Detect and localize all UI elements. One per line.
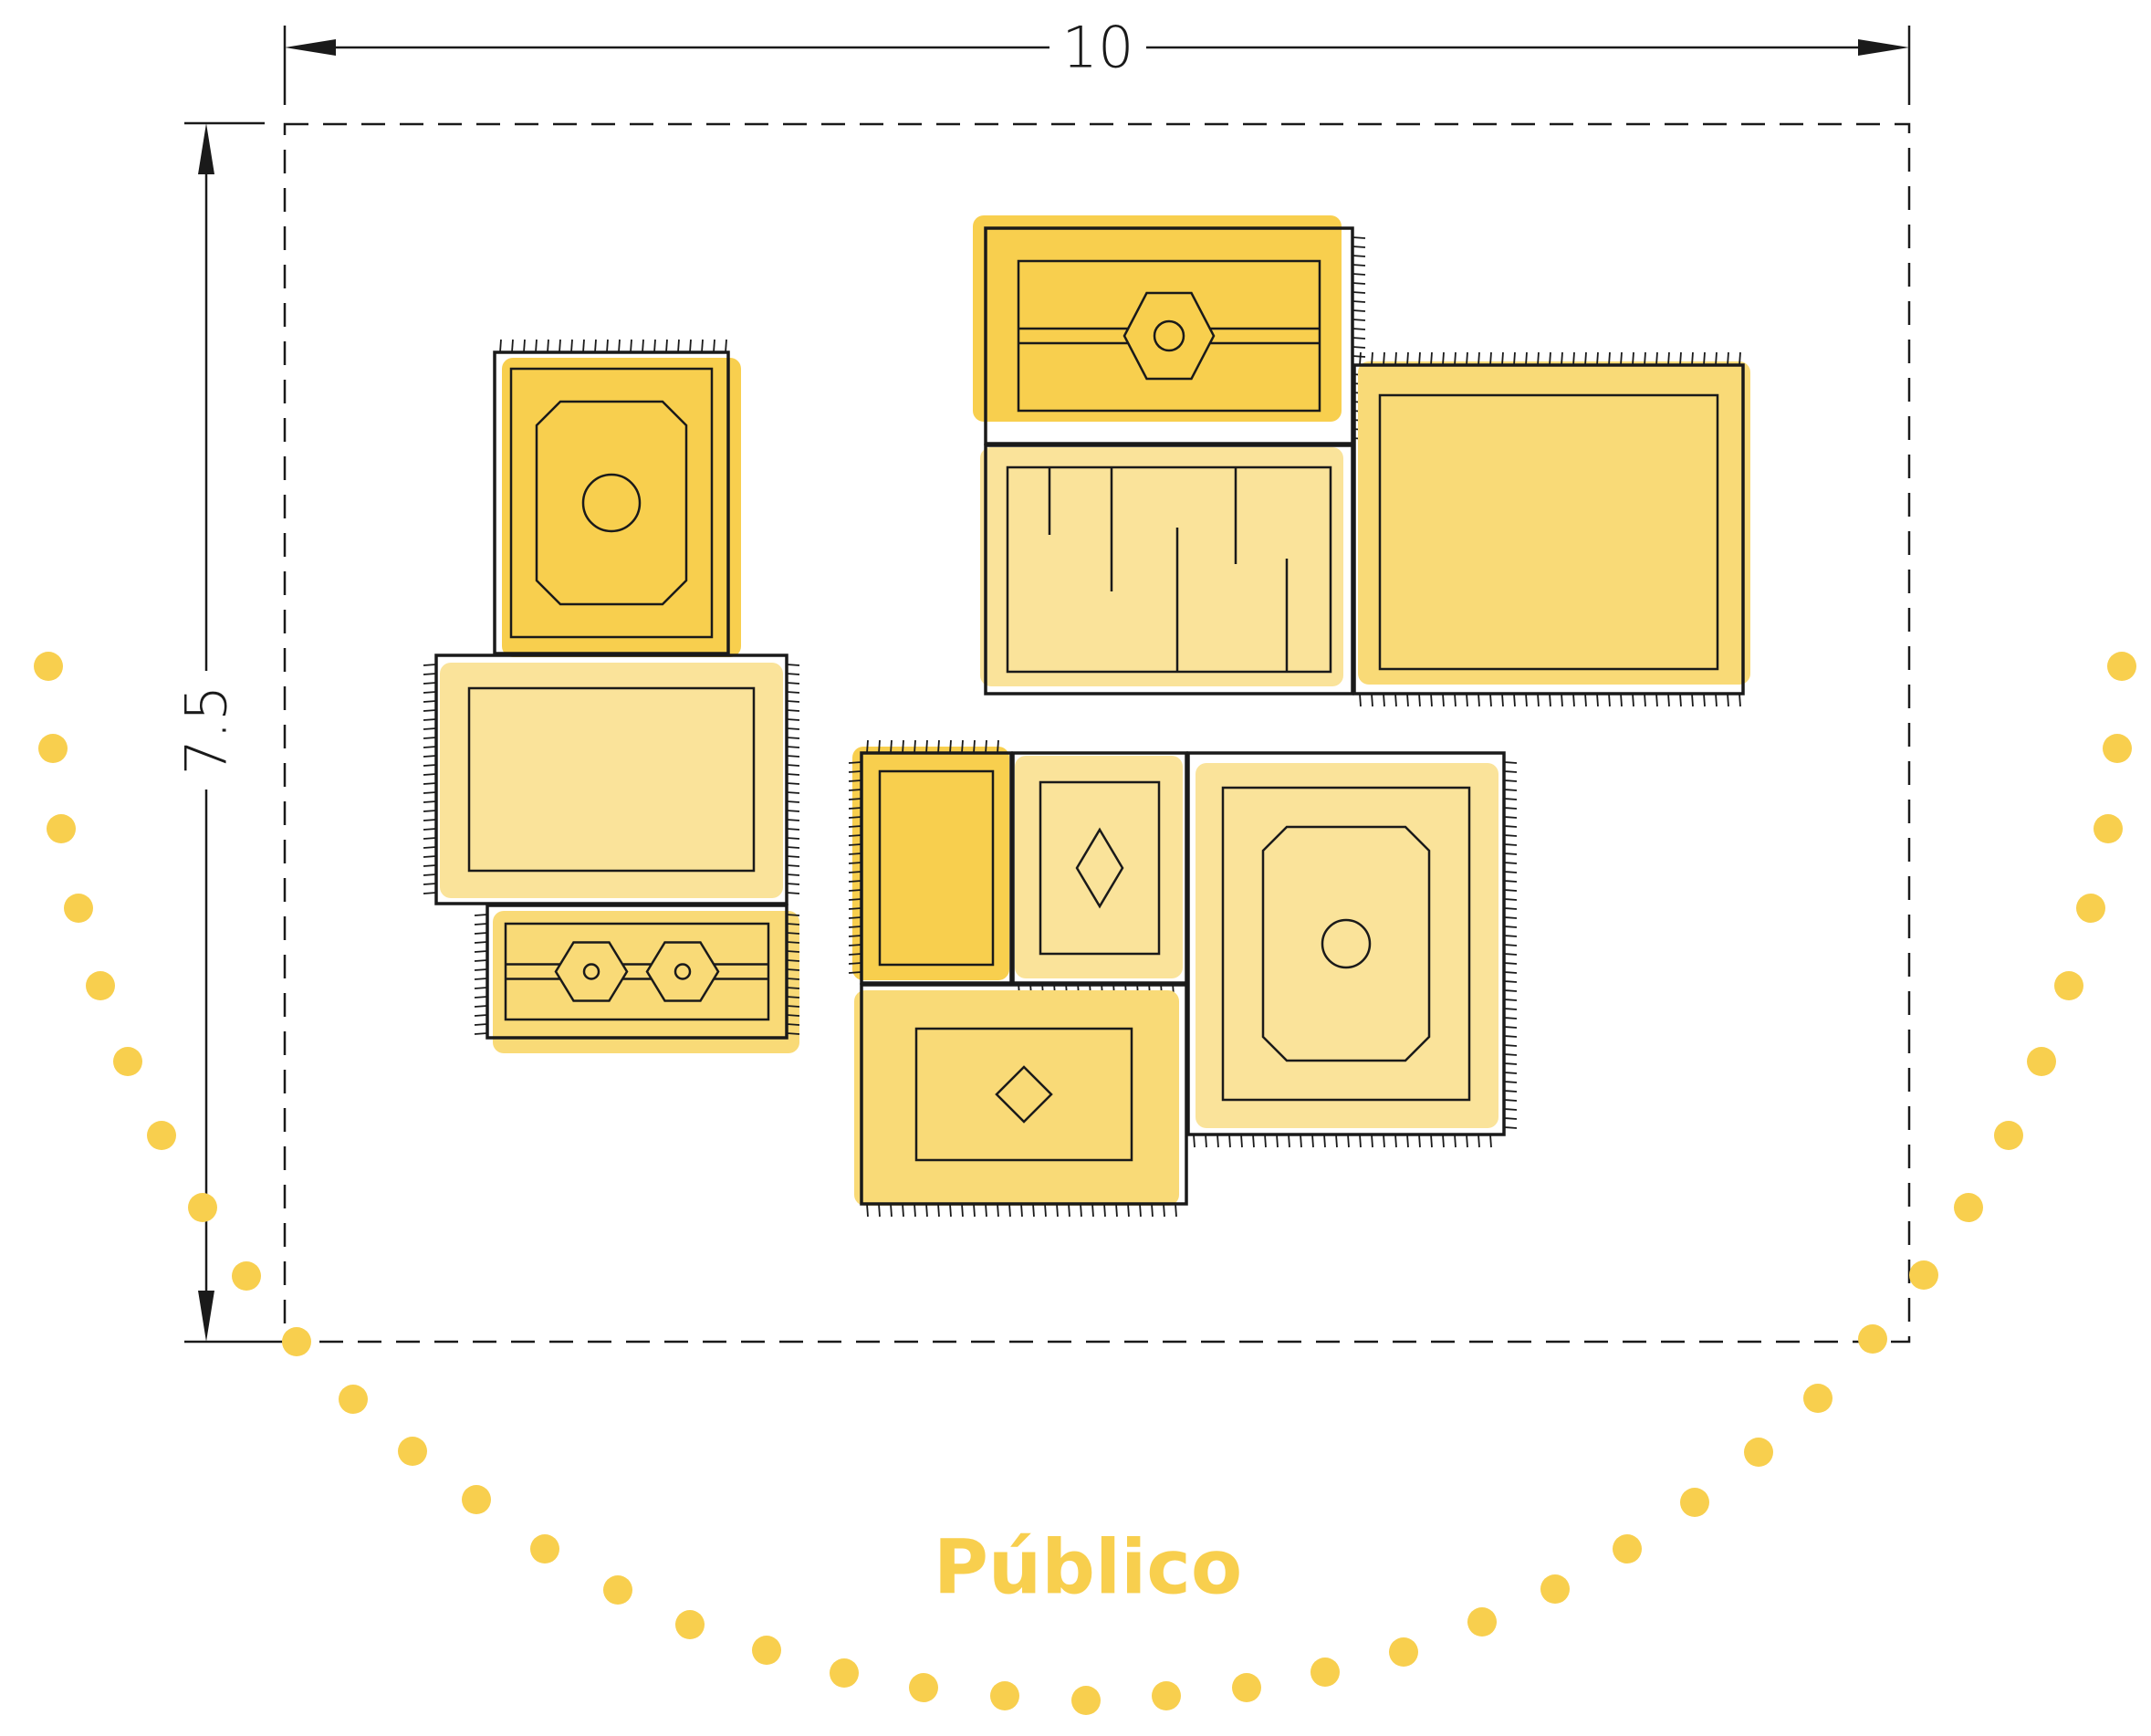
width-dimension <box>283 26 1911 105</box>
audience-dot <box>462 1485 491 1514</box>
rug-diamond-small <box>1011 751 1188 997</box>
audience-dot <box>34 652 63 681</box>
rug-octagon-medallion-tall <box>493 339 741 657</box>
rug-outline <box>1352 363 1745 695</box>
rug-pattern-maze-lines <box>1006 465 1332 674</box>
audience-dot <box>990 1681 1019 1710</box>
rug-fill <box>493 911 799 1053</box>
audience-dot <box>113 1047 142 1076</box>
audience-dot <box>232 1261 261 1291</box>
audience-dot <box>675 1610 705 1639</box>
rug-outline <box>860 751 1013 985</box>
audience-dot <box>1310 1658 1340 1687</box>
rugs-layer <box>423 215 1750 1218</box>
rug-octagon-medallion-square <box>1186 751 1518 1148</box>
rug-hexagon-medallion-top <box>973 215 1366 445</box>
audience-dot <box>1744 1438 1773 1467</box>
rug-outline <box>434 654 788 905</box>
rug-fill <box>852 747 1009 980</box>
audience-dot <box>830 1658 859 1688</box>
audience-dot <box>2103 734 2132 763</box>
audience-dot <box>1613 1534 1642 1563</box>
audience-dot <box>282 1327 311 1356</box>
audience-dot <box>1232 1673 1261 1702</box>
audience-dot <box>398 1437 427 1466</box>
audience-dot <box>1540 1574 1570 1604</box>
rug-pattern-diamond <box>1039 780 1161 956</box>
audience-dot <box>339 1385 368 1414</box>
rug-outline <box>1186 751 1506 1136</box>
rug-pattern-octagon-medallion <box>1221 786 1471 1102</box>
width-label: 10 <box>1062 15 1134 81</box>
audience-dot <box>47 814 76 843</box>
audience-dot <box>1389 1637 1418 1667</box>
stage-boundary <box>283 122 1911 1344</box>
audience-dot <box>909 1673 938 1702</box>
rug-pattern-plain <box>467 686 756 873</box>
audience-dot <box>530 1534 559 1563</box>
rug-outline <box>1011 751 1188 985</box>
audience-dot <box>1071 1686 1101 1715</box>
rug-pattern-plain <box>1378 393 1719 671</box>
rug-diamond-wide <box>854 983 1188 1218</box>
audience-dot <box>2076 894 2105 923</box>
audience-dot <box>1680 1488 1709 1517</box>
audience-dot <box>86 971 115 1000</box>
audience-dot <box>2027 1047 2056 1076</box>
audience-dot <box>38 734 68 763</box>
audience-dot <box>1803 1384 1833 1413</box>
rug-fill <box>502 358 741 657</box>
height-label: 7.5 <box>173 685 240 776</box>
rug-maze-stripes <box>980 444 1354 695</box>
audience-dot <box>188 1193 217 1222</box>
rug-fill <box>854 990 1179 1206</box>
audience-dot <box>752 1636 781 1665</box>
audience-dot <box>2054 971 2083 1000</box>
audience-dot <box>603 1575 632 1605</box>
audience-dot <box>1858 1324 1887 1354</box>
rug-plain-wide-left <box>423 654 800 905</box>
rug-outline <box>984 444 1354 695</box>
audience-dots <box>34 652 2136 1715</box>
rug-plain-large-right <box>1352 351 1750 707</box>
rug-pattern-double-hexagon <box>504 922 770 1021</box>
audience-dot <box>2107 652 2136 681</box>
rug-plain-narrow <box>848 739 1013 985</box>
rug-fill <box>980 447 1343 686</box>
audience-dot <box>64 894 93 923</box>
audience-dot <box>2094 814 2123 843</box>
audience-dot <box>147 1121 176 1150</box>
rug-pattern-octagon-medallion <box>509 367 714 639</box>
rug-outline <box>486 904 788 1040</box>
audience-label: Público <box>934 1525 1242 1612</box>
rug-fill <box>440 663 783 898</box>
rug-outline <box>860 983 1188 1206</box>
rug-double-hexagon-runner <box>474 904 800 1053</box>
rug-pattern-diamond <box>914 1027 1133 1162</box>
rug-pattern-hexagon-medallion <box>1017 259 1321 413</box>
audience-dot <box>1994 1121 2023 1150</box>
rug-outline <box>984 226 1354 445</box>
rug-fill <box>1015 756 1183 978</box>
audience-dot <box>1954 1193 1983 1222</box>
rug-pattern-plain <box>878 769 995 967</box>
rug-outline <box>493 350 730 655</box>
audience-dot <box>1909 1260 1938 1290</box>
audience-dot <box>1152 1681 1181 1710</box>
rug-fill <box>1358 361 1750 685</box>
rug-fill <box>1196 763 1498 1128</box>
audience-dot <box>1467 1607 1497 1637</box>
